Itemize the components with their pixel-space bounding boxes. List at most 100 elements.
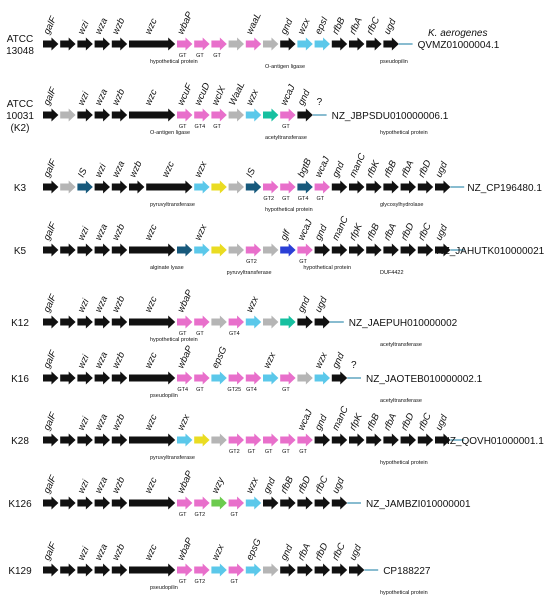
gene-arrow [211,180,227,194]
gene-name: wbaP [175,468,195,495]
strain-label: K5 [14,246,27,257]
gene-arrow [194,433,210,447]
gene-arrow [331,371,348,385]
gene-name: wzi [76,224,92,242]
gene-name: wzx [261,350,278,371]
gene-arrow [94,371,110,385]
gene-arrow [297,563,313,577]
gene-name: epsI [313,15,331,36]
gene-name: rfbC [330,541,348,562]
gene-name: rfbK [365,158,383,179]
gene-name: wzb [110,475,127,495]
gene-arrow [383,243,399,257]
gene-arrow [43,371,59,385]
gene-arrow [331,37,348,51]
gene-arrow [349,180,365,194]
gene-arrow [245,243,262,257]
gene-arrow [177,433,193,447]
gene-name: bgtB [296,156,315,179]
gene-arrow [146,180,193,194]
gene-name: wzi [76,296,92,314]
gene-arrow [43,563,59,577]
gene-arrow [349,37,365,51]
gt-tag: GT4 [298,196,309,202]
gene-name: ugd [313,295,330,315]
gene-arrow [297,496,313,510]
annotation-label: hypothetical protein [303,265,351,271]
gene-arrow [211,433,227,447]
gene-arrow [245,180,262,194]
gene-name: ugd [433,160,450,180]
annotation-label: pseudopilin [150,393,178,399]
annotation-label: pyruvyltransferase [150,455,195,461]
gene-arrow [94,243,110,257]
gene-arrow [111,315,128,329]
gene-arrow [129,108,176,122]
gene-arrow [111,433,128,447]
gene-arrow [77,243,93,257]
gene-arrow [245,108,262,122]
gene-name: rfbB [365,411,383,432]
gene-arrow [129,371,176,385]
annotation-label: pseudopilin [150,585,178,591]
gt-tag: GT4 [229,331,240,337]
gt-tag: GT [213,124,221,130]
gt-tag: GT [196,387,204,393]
gene-arrow [111,180,128,194]
gene-name: wza [93,222,110,242]
gene-name: rfbC [313,474,331,495]
gene-arrow [77,180,93,194]
gene-arrow [280,243,296,257]
gene-arrow [349,563,365,577]
gene-arrow [400,243,416,257]
gene-name: rfbA [382,222,399,242]
gene-name: rfbB [382,158,400,179]
gene-name: rfbC [416,221,434,242]
gene-arrow [297,371,313,385]
annotation-label: hypothetical protein [150,59,198,65]
gene-name: wza [93,87,110,107]
gene-arrow [60,37,76,51]
gene-arrow [211,37,227,51]
gene-arrow [245,496,262,510]
gene-name: waaL [244,11,264,36]
gt-tag: GT [316,196,324,202]
gene-arrow [435,243,451,257]
annotation-label: pseudopilin [380,59,408,65]
accession-label: NZ_JAEPUH010000002 [349,318,458,329]
gene-name: wza [93,475,110,495]
gene-name: gnd [313,223,330,243]
gene-arrow [111,37,128,51]
gene-name: wza [93,16,110,36]
gt-tag: GT [179,124,187,130]
annotation-label: hypothetical protein [380,460,428,466]
gene-arrow [228,371,244,385]
accession-label: NZ_JAHUTK010000021 [436,246,544,257]
gene-name: galF [41,85,59,107]
gene-arrow [129,37,176,51]
gt-tag: GT [179,512,187,518]
gene-name: wzx [193,159,210,180]
gt-tag: GT [299,449,307,455]
gene-arrow [435,433,451,447]
gene-arrow [228,433,244,447]
accession-label: QVMZ01000004.1 [418,40,500,51]
gene-name: rfpK [347,411,365,432]
gene-name: wzx [193,222,210,243]
gene-name: rfbC [365,15,383,36]
gene-name: wzx [175,412,192,433]
gene-arrow [77,371,93,385]
gene-arrow [111,108,128,122]
strain-label: K12 [11,318,29,329]
annotation-label: hypothetical protein [380,130,428,136]
gene-arrow [263,180,279,194]
gene-arrow [77,496,93,510]
gene-arrow [94,433,110,447]
gene-arrow [314,315,330,329]
gt-tag: GT [179,53,187,59]
gene-arrow [60,496,76,510]
gene-arrow [297,433,313,447]
gene-arrow [177,315,193,329]
gene-arrow [194,315,210,329]
